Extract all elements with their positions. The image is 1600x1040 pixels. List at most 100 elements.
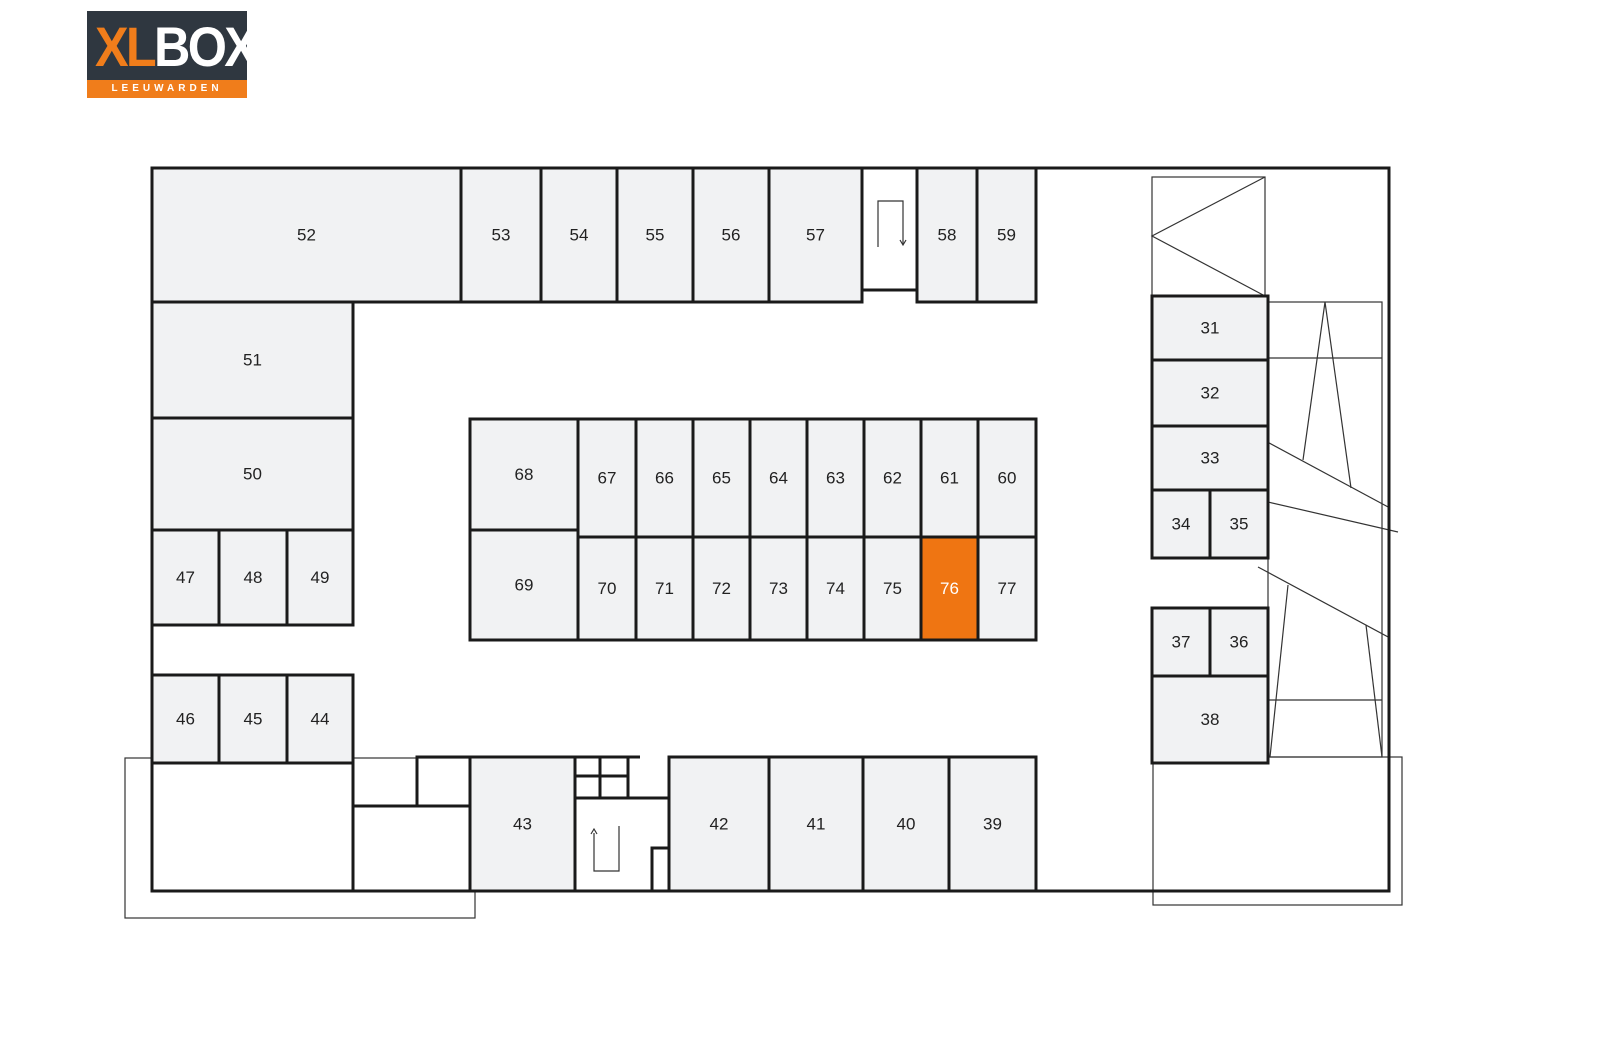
unit-62[interactable]: 62 [862,417,923,539]
unit-41[interactable]: 41 [767,755,865,893]
unit-box[interactable] [150,673,221,765]
unit-40[interactable]: 40 [861,755,951,893]
unit-66[interactable]: 66 [634,417,695,539]
unit-58[interactable]: 58 [915,166,979,304]
stairwell-top [860,166,919,292]
unit-box[interactable] [767,755,865,893]
unit-box[interactable] [1150,358,1270,428]
unit-32[interactable]: 32 [1150,358,1270,428]
unit-box[interactable] [919,535,980,642]
unit-43[interactable]: 43 [468,755,577,893]
unit-box[interactable] [576,535,638,642]
unit-box[interactable] [767,166,864,304]
unit-box[interactable] [919,417,980,539]
unit-34[interactable]: 34 [1150,488,1212,560]
unit-73[interactable]: 73 [748,535,809,642]
unit-box[interactable] [805,417,866,539]
unit-box[interactable] [150,166,463,304]
unit-67[interactable]: 67 [576,417,638,539]
unit-33[interactable]: 33 [1150,424,1270,492]
unit-box[interactable] [217,673,289,765]
unit-71[interactable]: 71 [634,535,695,642]
unit-box[interactable] [1150,488,1212,560]
unit-69[interactable]: 69 [468,528,580,642]
unit-36[interactable]: 36 [1208,606,1270,678]
unit-box[interactable] [976,535,1038,642]
unit-65[interactable]: 65 [691,417,752,539]
unit-52[interactable]: 52 [150,166,463,304]
unit-box[interactable] [947,755,1038,893]
unit-39[interactable]: 39 [947,755,1038,893]
unit-box[interactable] [576,417,638,539]
unit-51[interactable]: 51 [150,300,355,420]
unit-63[interactable]: 63 [805,417,866,539]
unit-box[interactable] [862,535,923,642]
unit-74[interactable]: 74 [805,535,866,642]
unit-44[interactable]: 44 [285,673,355,765]
unit-54[interactable]: 54 [539,166,619,304]
unit-68[interactable]: 68 [468,417,580,532]
unit-box[interactable] [748,417,809,539]
unit-box[interactable] [667,755,771,893]
unit-70[interactable]: 70 [576,535,638,642]
unit-35[interactable]: 35 [1208,488,1270,560]
unit-box[interactable] [976,417,1038,539]
unit-box[interactable] [748,535,809,642]
unit-box[interactable] [217,528,289,627]
unit-47[interactable]: 47 [150,528,221,627]
unit-61[interactable]: 61 [919,417,980,539]
unit-76[interactable]: 76 [919,535,980,642]
unit-box[interactable] [691,417,752,539]
unit-53[interactable]: 53 [459,166,543,304]
unit-box[interactable] [150,300,355,420]
unit-box[interactable] [975,166,1038,304]
unit-box[interactable] [150,416,355,532]
unit-box[interactable] [805,535,866,642]
unit-box[interactable] [915,166,979,304]
logo-wordmark: XLBOX [95,15,258,78]
unit-box[interactable] [468,528,580,642]
unit-55[interactable]: 55 [615,166,695,304]
unit-box[interactable] [1150,674,1270,765]
unit-75[interactable]: 75 [862,535,923,642]
unit-box[interactable] [468,417,580,532]
unit-box[interactable] [615,166,695,304]
unit-box[interactable] [285,528,355,627]
other-rooms [150,755,671,893]
unit-box[interactable] [1208,488,1270,560]
unit-37[interactable]: 37 [1150,606,1212,678]
unit-box[interactable] [691,166,771,304]
unit-box[interactable] [539,166,619,304]
xlbox-logo: XLBOX LEEUWARDEN [87,11,258,98]
unit-31[interactable]: 31 [1150,294,1270,362]
unit-45[interactable]: 45 [217,673,289,765]
unit-box[interactable] [468,755,577,893]
unit-box[interactable] [861,755,951,893]
unit-38[interactable]: 38 [1150,674,1270,765]
unit-box[interactable] [634,417,695,539]
unit-57[interactable]: 57 [767,166,864,304]
unit-box[interactable] [1150,606,1212,678]
unit-46[interactable]: 46 [150,673,221,765]
unit-64[interactable]: 64 [748,417,809,539]
unit-box[interactable] [691,535,752,642]
unit-56[interactable]: 56 [691,166,771,304]
unit-box[interactable] [862,417,923,539]
logo-location: LEEUWARDEN [87,80,247,98]
unit-box[interactable] [634,535,695,642]
unit-48[interactable]: 48 [217,528,289,627]
unit-49[interactable]: 49 [285,528,355,627]
unit-box[interactable] [1150,294,1270,362]
unit-59[interactable]: 59 [975,166,1038,304]
unit-box[interactable] [1150,424,1270,492]
unit-50[interactable]: 50 [150,416,355,532]
unit-77[interactable]: 77 [976,535,1038,642]
unit-72[interactable]: 72 [691,535,752,642]
unit-42[interactable]: 42 [667,755,771,893]
unit-box[interactable] [285,673,355,765]
unit-box[interactable] [150,528,221,627]
unit-60[interactable]: 60 [976,417,1038,539]
unit-box[interactable] [1208,606,1270,678]
unit-box[interactable] [459,166,543,304]
